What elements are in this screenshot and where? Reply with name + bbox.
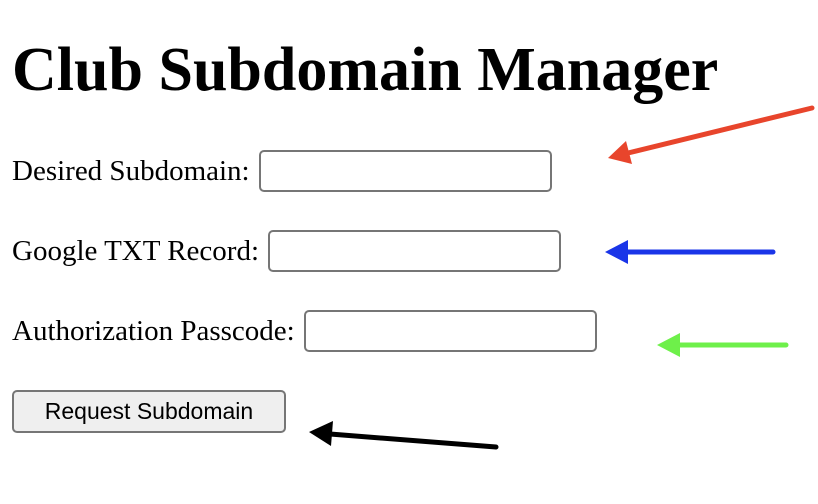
black-arrow-icon [309,421,499,450]
authorization-passcode-label: Authorization Passcode: [12,315,295,347]
form-row-google-txt-record: Google TXT Record: [12,230,561,272]
page-title: Club Subdomain Manager [12,36,719,104]
authorization-passcode-input[interactable] [303,310,597,352]
form-row-authorization-passcode: Authorization Passcode: [12,310,597,352]
request-subdomain-button[interactable]: Request Subdomain [12,390,286,433]
blue-arrow-icon [605,240,776,264]
desired-subdomain-input[interactable] [258,150,552,192]
google-txt-record-input[interactable] [268,230,561,272]
desired-subdomain-label: Desired Subdomain: [12,155,250,187]
google-txt-record-label: Google TXT Record: [12,235,259,267]
red-arrow-icon [608,105,815,164]
green-arrow-icon [657,333,789,357]
form-row-desired-subdomain: Desired Subdomain: [12,150,552,192]
